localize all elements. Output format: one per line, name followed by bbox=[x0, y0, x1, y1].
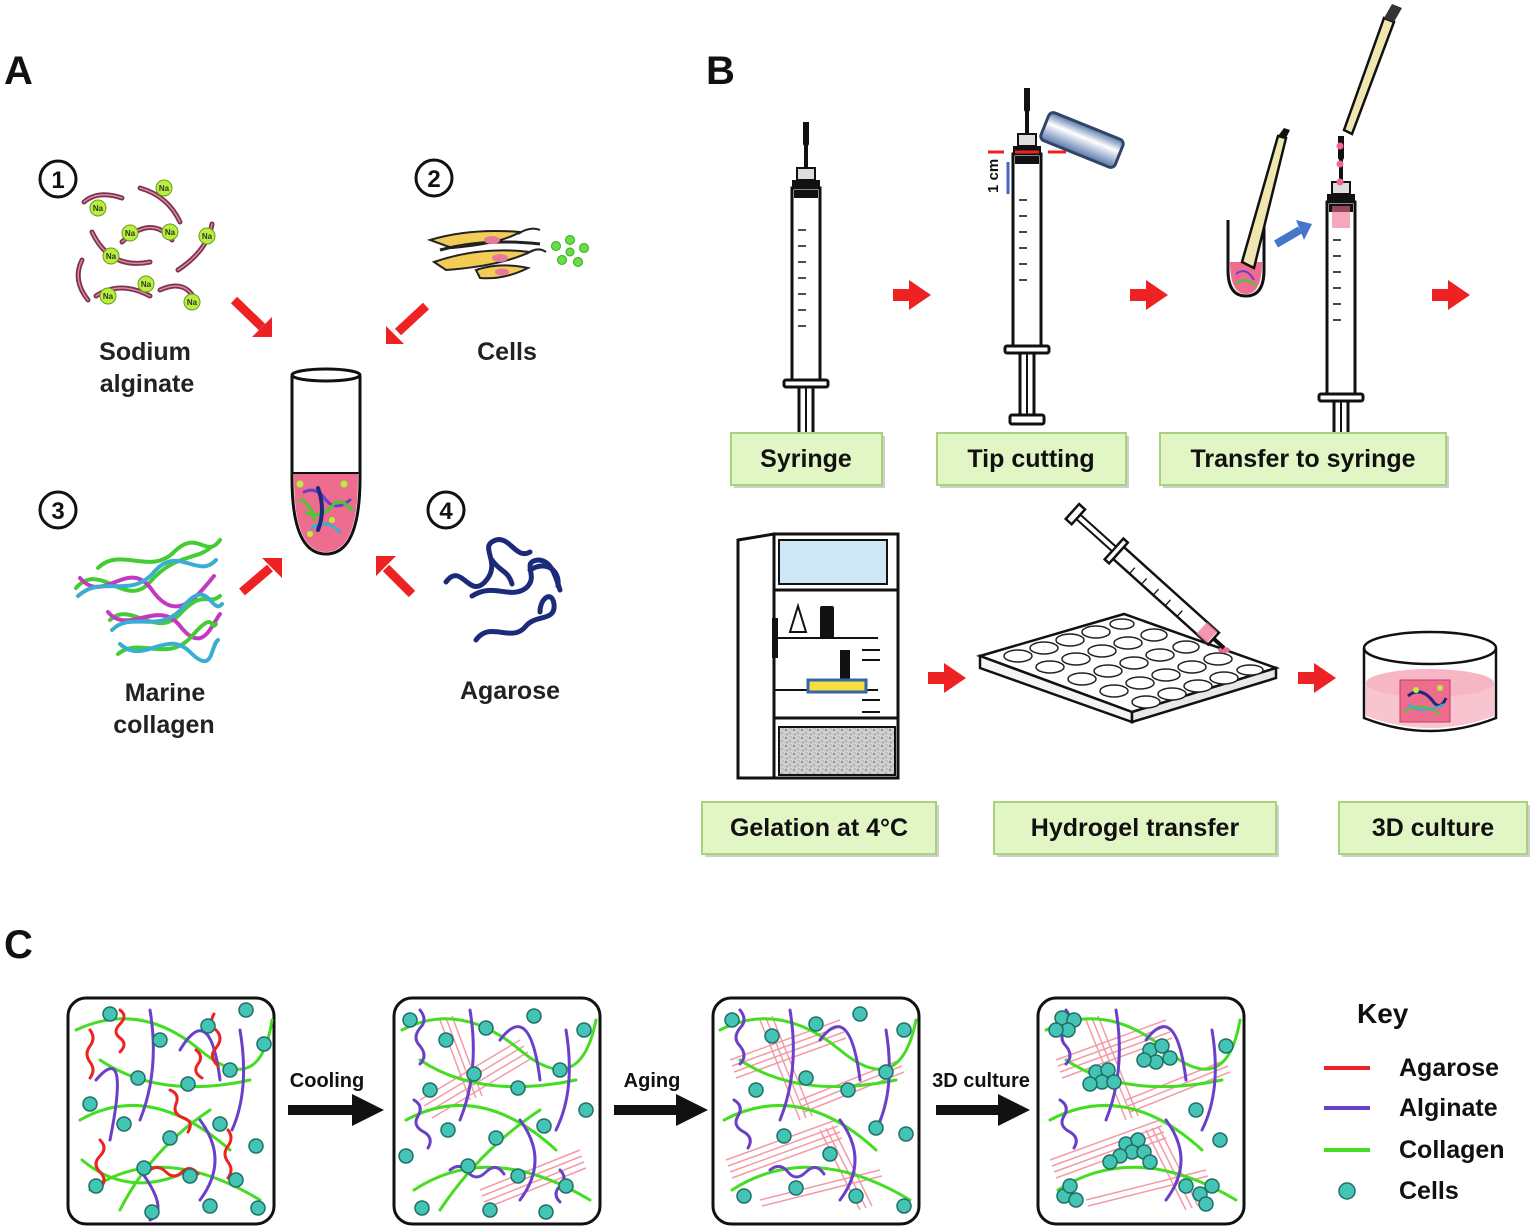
agarose-label: Agarose bbox=[460, 677, 560, 705]
panel-b-letter: B bbox=[706, 49, 735, 93]
sodium-ion-2: Na bbox=[155, 179, 173, 197]
transfer-to-syringe-illustration bbox=[1226, 4, 1402, 474]
sodium-ion-5: Na bbox=[198, 227, 216, 245]
svg-text:Agarose: Agarose bbox=[1399, 1054, 1499, 1082]
key-item-alginate: Alginate bbox=[1324, 1094, 1498, 1122]
3d-culture-transition-label: 3D culture bbox=[932, 1070, 1030, 1092]
svg-text:3: 3 bbox=[51, 498, 64, 525]
svg-text:Na: Na bbox=[165, 228, 176, 237]
aging-label: Aging bbox=[624, 1070, 681, 1092]
agarose-illustration bbox=[443, 537, 563, 643]
tip-length-label: 1 cm bbox=[985, 159, 1002, 193]
svg-text:Na: Na bbox=[106, 252, 117, 261]
tip-cutting-illustration: 1 cm bbox=[985, 86, 1125, 426]
svg-text:Collagen: Collagen bbox=[1399, 1136, 1505, 1164]
cells-illustration bbox=[426, 227, 589, 280]
sodium-ion-6: Na bbox=[102, 247, 120, 265]
network-state-2 bbox=[392, 996, 602, 1226]
svg-text:Na: Na bbox=[103, 292, 114, 301]
svg-text:2: 2 bbox=[427, 166, 440, 193]
svg-text:4: 4 bbox=[439, 498, 453, 525]
flow-arrow-from-alginate bbox=[230, 296, 272, 337]
svg-text:Na: Na bbox=[187, 298, 198, 307]
svg-text:Na: Na bbox=[141, 280, 152, 289]
svg-text:Na: Na bbox=[159, 184, 170, 193]
marine-collagen-illustration bbox=[74, 538, 224, 663]
svg-text:1: 1 bbox=[51, 167, 64, 194]
key-title: Key bbox=[1357, 998, 1409, 1029]
panel-a-letter: A bbox=[4, 49, 33, 93]
razor-blade-icon bbox=[1039, 111, 1125, 169]
network-state-3 bbox=[711, 996, 921, 1226]
svg-text:Hydrogel transfer: Hydrogel transfer bbox=[1031, 814, 1240, 842]
flow-arrow-from-agarose bbox=[376, 556, 416, 598]
step-box-3d-culture: 3D culture bbox=[1338, 801, 1530, 857]
step-box-transfer-to-syringe: Transfer to syringe bbox=[1159, 432, 1449, 488]
svg-text:Cells: Cells bbox=[1399, 1177, 1459, 1205]
panel-c-letter: C bbox=[4, 923, 33, 967]
mixing-tube bbox=[290, 367, 362, 556]
sodium-alginate-label-line-1: Sodium bbox=[99, 338, 191, 366]
key-item-collagen: Collagen bbox=[1324, 1136, 1505, 1164]
refrigerator-illustration bbox=[736, 532, 900, 780]
step-box-hydrogel-transfer: Hydrogel transfer bbox=[993, 801, 1279, 857]
component-3-number-badge: 3 bbox=[38, 490, 78, 530]
flow-arrow-from-cells bbox=[386, 302, 430, 344]
svg-text:Transfer to syringe: Transfer to syringe bbox=[1190, 445, 1415, 473]
step-box-syringe: Syringe bbox=[730, 432, 885, 488]
cooling-label: Cooling bbox=[290, 1070, 364, 1092]
sodium-ion-9: Na bbox=[183, 293, 201, 311]
3d-culture-arrow bbox=[936, 1094, 1030, 1126]
flow-arrow-b1 bbox=[893, 280, 931, 310]
sodium-ion-7: Na bbox=[137, 275, 155, 293]
component-1-number-badge: 1 bbox=[38, 159, 78, 199]
syringe-illustration bbox=[782, 120, 830, 460]
svg-text:Tip cutting: Tip cutting bbox=[967, 445, 1094, 473]
sodium-ion-3: Na bbox=[121, 224, 139, 242]
flow-arrow-b3 bbox=[1432, 280, 1470, 310]
flow-arrow-from-collagen bbox=[239, 558, 282, 596]
sodium-ion-1: Na bbox=[89, 199, 107, 217]
svg-text:Gelation at 4°C: Gelation at 4°C bbox=[730, 814, 908, 842]
svg-text:Syringe: Syringe bbox=[760, 445, 852, 473]
svg-text:3D culture: 3D culture bbox=[1372, 814, 1494, 842]
flow-arrow-b2 bbox=[1130, 280, 1168, 310]
well-plate-illustration bbox=[976, 502, 1280, 724]
marine-collagen-label-line-1: Marine bbox=[125, 679, 206, 707]
step-box-tip-cutting: Tip cutting bbox=[936, 432, 1129, 488]
culture-dish-illustration bbox=[1362, 630, 1498, 733]
network-state-4 bbox=[1036, 996, 1246, 1226]
sodium-ion-8: Na bbox=[99, 287, 117, 305]
marine-collagen-label-line-2: collagen bbox=[113, 711, 214, 739]
sodium-alginate-label-line-2: alginate bbox=[100, 370, 195, 398]
svg-text:Na: Na bbox=[202, 232, 213, 241]
cells-label: Cells bbox=[477, 338, 537, 366]
sodium-alginate-illustration bbox=[75, 185, 215, 305]
key-item-cells: Cells bbox=[1338, 1177, 1459, 1205]
flow-arrow-b4 bbox=[928, 663, 966, 693]
sodium-ion-4: Na bbox=[161, 223, 179, 241]
flow-arrow-b5 bbox=[1298, 663, 1336, 693]
svg-text:Na: Na bbox=[125, 229, 136, 238]
component-2-number-badge: 2 bbox=[414, 158, 454, 198]
component-4-number-badge: 4 bbox=[426, 490, 466, 530]
key-item-agarose: Agarose bbox=[1324, 1054, 1499, 1082]
aging-arrow bbox=[614, 1094, 708, 1126]
step-box-gelation: Gelation at 4°C bbox=[701, 801, 939, 857]
network-state-1 bbox=[66, 996, 276, 1226]
cooling-arrow bbox=[288, 1094, 384, 1126]
svg-text:Na: Na bbox=[93, 204, 104, 213]
svg-text:Alginate: Alginate bbox=[1399, 1094, 1498, 1122]
